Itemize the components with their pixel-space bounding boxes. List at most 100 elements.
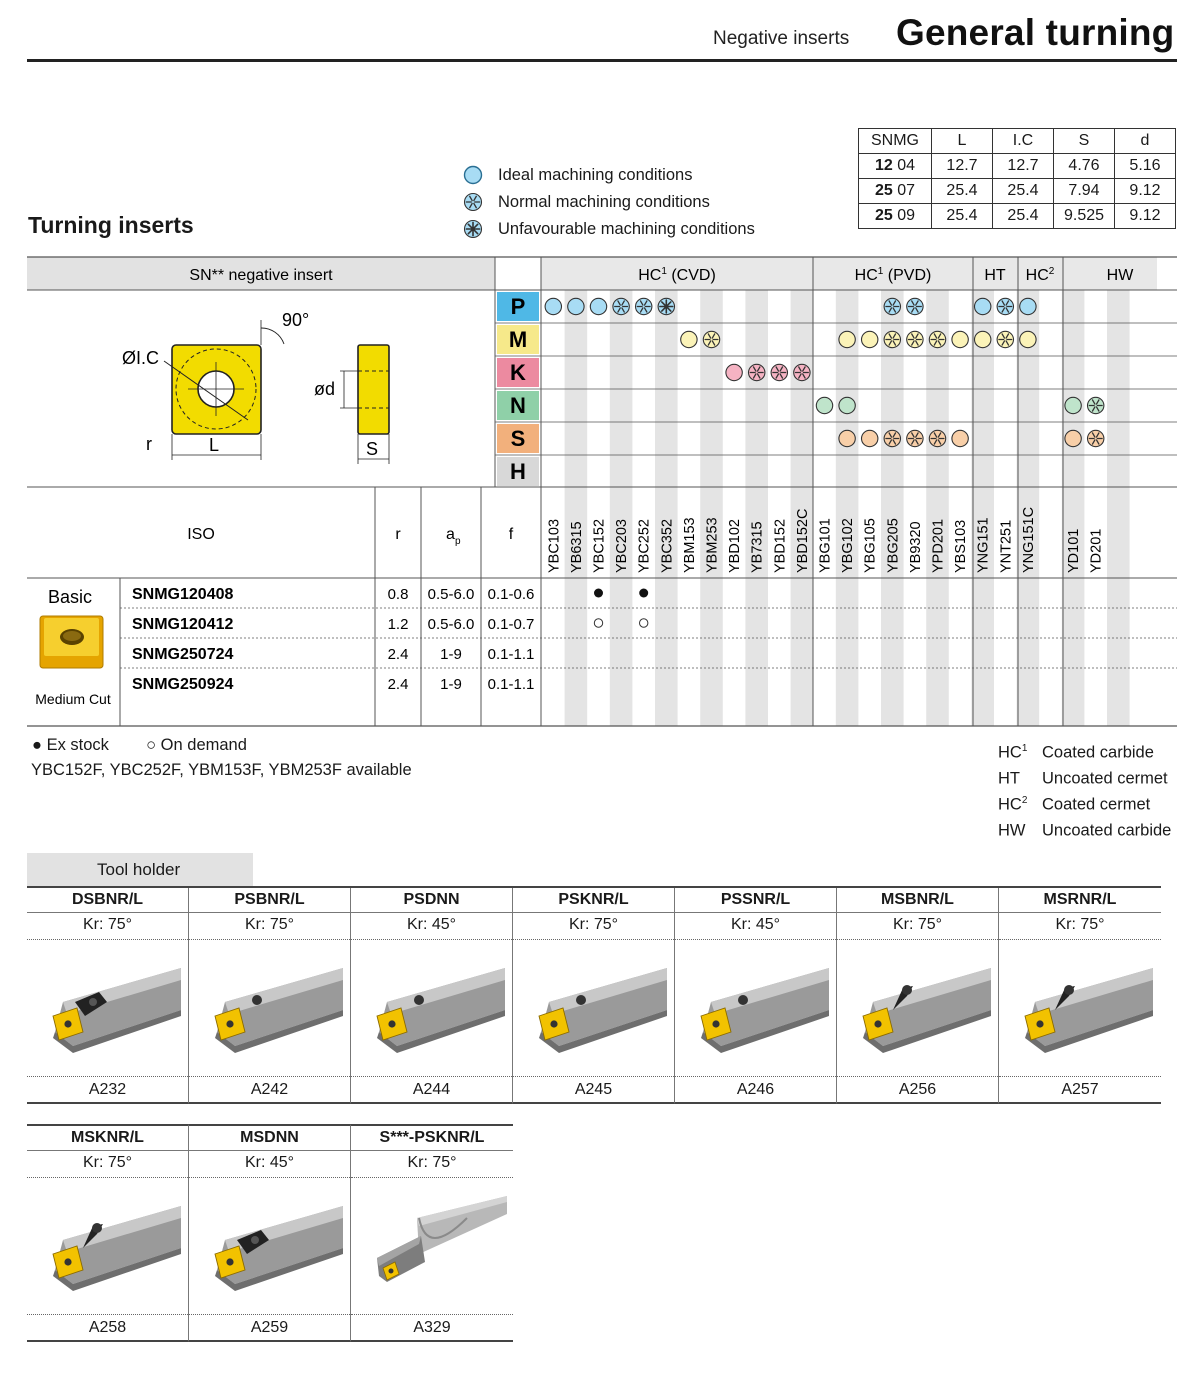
unfav-condition-mark <box>657 297 676 316</box>
normal-condition-mark <box>928 429 947 448</box>
material-letter: P <box>511 294 526 319</box>
tool-holder-image <box>33 950 183 1060</box>
ideal-condition-mark <box>589 297 608 316</box>
dims-cell: 25.4 <box>931 178 993 204</box>
grade-label: YBC152 <box>592 519 608 573</box>
legend-ideal-label: Ideal machining conditions <box>498 165 693 184</box>
dims-cell: 9.12 <box>1114 178 1176 204</box>
insert-row[interactable]: SNMG120412 1.2 0.5-6.0 0.1-0.7 <box>132 616 534 633</box>
grade-desc: Coated cermet <box>1042 795 1151 814</box>
condition-marks <box>544 297 1105 448</box>
tool-holder-name: S***-PSKNR/L <box>351 1129 513 1151</box>
ideal-condition-mark <box>973 297 992 316</box>
grade-label: YBC103 <box>546 519 562 573</box>
ideal-condition-mark <box>860 429 879 448</box>
tool-holder-page-ref: A256 <box>837 1076 998 1099</box>
ideal-condition-mark <box>838 330 856 349</box>
tool-holder-kr: Kr: 45° <box>189 1154 350 1178</box>
group-sup: 1 <box>878 266 884 277</box>
tool-holder-kr: Kr: 45° <box>351 916 512 940</box>
grade-group-label: HT <box>984 267 1006 284</box>
ideal-condition-mark <box>838 396 856 415</box>
tool-holder-kr: Kr: 75° <box>837 916 998 940</box>
ideal-condition-mark <box>544 297 563 316</box>
grade-label: YBM153 <box>682 517 698 573</box>
tool-holder-page-ref: A244 <box>351 1076 512 1099</box>
tool-holder-image <box>195 950 345 1060</box>
normal-condition-mark <box>1086 429 1105 448</box>
insert-title: SN** negative insert <box>189 267 333 284</box>
stock-marks <box>593 588 649 628</box>
grade-label: YB7315 <box>750 521 766 573</box>
stock-legend: ● Ex stock ○ On demand <box>32 736 247 755</box>
legend-normal: Normal machining conditions <box>460 192 710 212</box>
dimensions-table: SNMG L I.C S d 12 04 12.7 12.7 4.76 5.16… <box>858 128 1176 229</box>
insert-row[interactable]: SNMG120408 0.8 0.5-6.0 0.1-0.6 <box>132 586 534 603</box>
tool-holder-card[interactable]: MSBNR/L Kr: 75° A256 <box>837 888 999 1104</box>
grade-label: YD201 <box>1089 529 1105 573</box>
dims-cell: 25.4 <box>992 178 1054 204</box>
insert-feed: 0.1-1.1 <box>488 646 535 663</box>
ic-label: ØI.C <box>122 348 159 368</box>
grade-label: YBC203 <box>614 519 630 573</box>
normal-condition-mark <box>634 297 653 316</box>
tool-holder-kr: Kr: 75° <box>351 1154 513 1178</box>
grade-code: HC <box>998 795 1022 814</box>
insert-ap: 1-9 <box>440 646 462 663</box>
angle-label: 90° <box>282 310 309 330</box>
dims-row: 25 09 25.4 25.4 9.525 9.12 <box>858 203 1176 229</box>
grade-label: YNG151 <box>976 517 992 573</box>
dims-cell: 25.4 <box>992 203 1054 229</box>
group-code: HC <box>855 267 878 284</box>
tool-holder-page-ref: A329 <box>351 1314 513 1337</box>
dims-header-cell: L <box>931 128 993 154</box>
ideal-condition-mark <box>1019 297 1037 316</box>
grade-label: YPD201 <box>931 519 947 573</box>
dims-header-cell: I.C <box>992 128 1054 154</box>
header-rule <box>27 59 1177 62</box>
tool-holder-image <box>519 950 669 1060</box>
normal-condition-mark <box>702 330 721 349</box>
tool-holder-image <box>357 950 507 1060</box>
insert-grade-grid: SN** negative insert HC1 (CVD)HC1 (PVD)H… <box>27 256 1177 727</box>
ideal-condition-mark <box>725 363 743 382</box>
normal-condition-mark <box>996 297 1015 316</box>
insert-feed: 0.1-1.1 <box>488 676 535 693</box>
group-suffix: (PVD) <box>883 267 931 284</box>
grade-stripes <box>564 290 1130 726</box>
insert-row[interactable]: SNMG250924 2.4 1-9 0.1-1.1 <box>132 676 534 693</box>
grade-column-stripe <box>745 290 768 726</box>
material-letter: H <box>510 459 526 484</box>
dims-header-cell: d <box>1114 128 1176 154</box>
ex-stock-mark <box>594 588 603 598</box>
dims-code: 25 09 <box>858 203 932 229</box>
ideal-condition-mark <box>1064 396 1082 415</box>
insert-code: SNMG120412 <box>132 616 233 633</box>
tool-holder-image <box>1005 950 1155 1060</box>
normal-condition-mark <box>883 330 902 349</box>
insert-ap: 0.5-6.0 <box>428 586 475 603</box>
grade-label: YBD152 <box>772 519 788 573</box>
dims-code-bold: 12 <box>874 157 893 174</box>
dims-header-cell: SNMG <box>858 128 932 154</box>
insert-radius: 2.4 <box>388 676 409 693</box>
material-cell-m <box>497 325 539 354</box>
insert-title-band <box>27 257 495 290</box>
grade-group-label: HC2 <box>1026 266 1055 284</box>
on-demand-mark <box>639 618 649 628</box>
tool-holder-card[interactable]: S***-PSKNR/L Kr: 75° A329 <box>351 1124 513 1342</box>
tool-holder-name: MSBNR/L <box>837 891 998 913</box>
tool-holder-name: MSDNN <box>189 1129 350 1151</box>
dims-cell: 7.94 <box>1053 178 1115 204</box>
ideal-condition-mark <box>567 297 585 316</box>
insert-row[interactable]: SNMG250724 2.4 1-9 0.1-1.1 <box>132 646 534 663</box>
